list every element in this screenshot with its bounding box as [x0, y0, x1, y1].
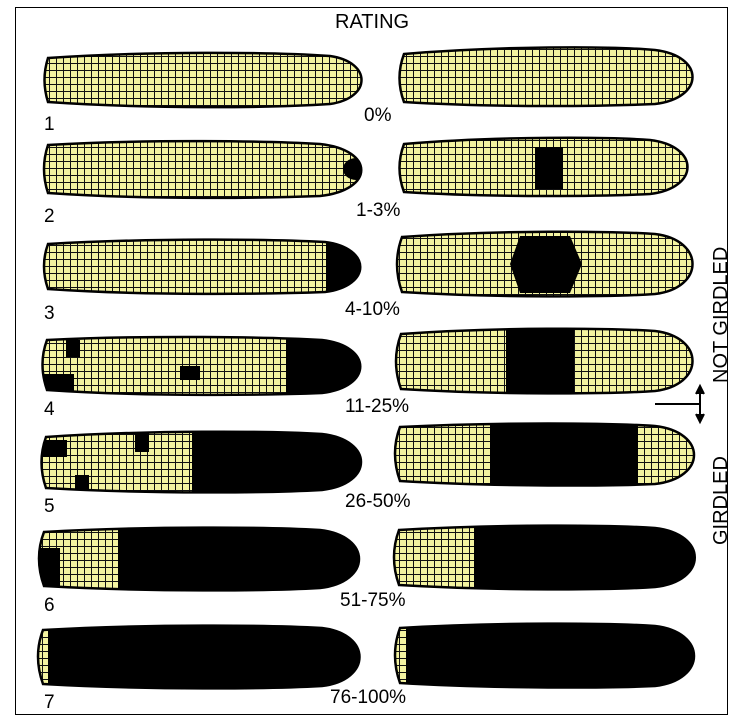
ear-4-left: [40, 334, 386, 399]
ear-6-right: [394, 520, 714, 594]
rating-number-3: 3: [44, 304, 55, 323]
ear-5-right: [395, 420, 694, 490]
ear-1-right: [400, 47, 693, 106]
percent-label-5: 26-50%: [345, 492, 411, 511]
percent-label-7: 76-100%: [330, 688, 406, 707]
rating-number-1: 1: [44, 115, 55, 134]
rating-number-6: 6: [44, 596, 55, 615]
ear-1-left: [45, 53, 362, 107]
ear-3-right: [397, 232, 693, 297]
ear-4-right: [396, 326, 693, 396]
percent-label-2: 1-3%: [356, 201, 400, 220]
percent-label-6: 51-75%: [340, 591, 406, 610]
ear-7-left: [38, 620, 388, 696]
percent-label-3: 4-10%: [345, 300, 400, 319]
not-girdled-label: NOT GIRDLED: [711, 247, 731, 383]
ear-6-left: [30, 522, 388, 594]
percent-label-4: 11-25%: [345, 397, 409, 416]
ear-2-right: [400, 138, 688, 196]
rating-number-2: 2: [44, 207, 55, 226]
rating-number-7: 7: [44, 693, 55, 712]
ear-7-right: [395, 618, 716, 694]
rating-number-4: 4: [44, 400, 55, 419]
girdled-divider-arrows: [655, 386, 704, 422]
percent-label-1: 0%: [364, 106, 391, 125]
rating-number-5: 5: [44, 497, 55, 516]
ear-2-left: [44, 141, 369, 198]
girdled-label: GIRDLED: [711, 456, 731, 545]
ear-5-left: [40, 428, 392, 496]
ear-3-left: [44, 236, 386, 298]
